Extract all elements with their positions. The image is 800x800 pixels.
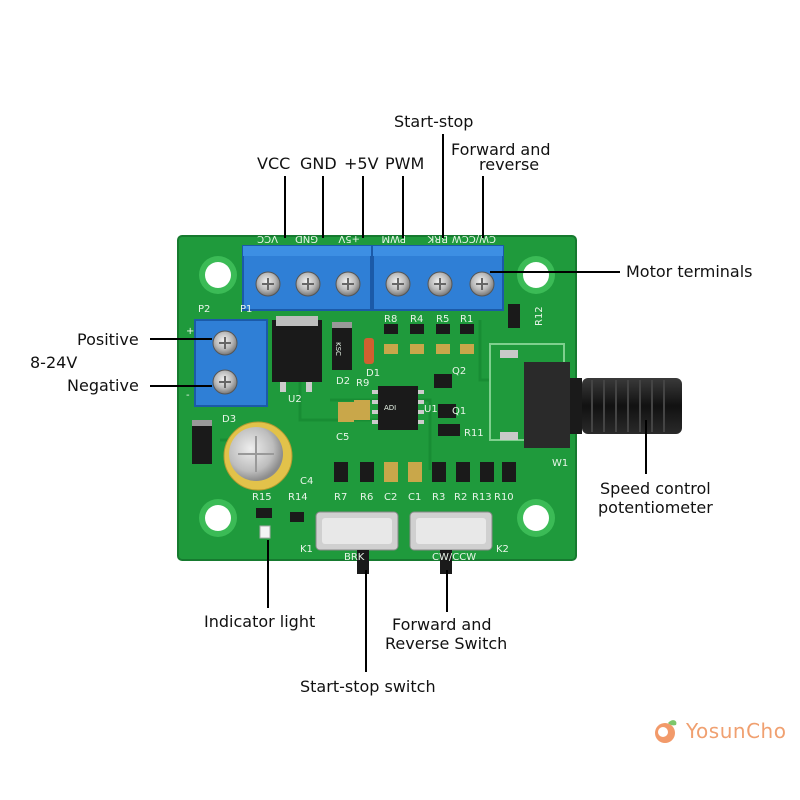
label-motor-terminals: Motor terminals xyxy=(626,262,753,281)
label-forward-reverse-switch-2: Reverse Switch xyxy=(385,634,508,653)
silk-gnd: GND xyxy=(295,233,318,244)
silk-r8: R8 xyxy=(384,314,397,325)
silk-c2: C2 xyxy=(384,492,397,503)
watermark-brand: YosunCho xyxy=(686,719,787,743)
label-positive: Positive xyxy=(77,330,139,349)
silk-r13: R13 xyxy=(472,492,492,503)
silk-p2: P2 xyxy=(198,304,210,315)
silk-r9: R9 xyxy=(356,378,369,389)
silk-c5: C5 xyxy=(336,432,349,443)
label-start-stop-switch: Start-stop switch xyxy=(300,677,436,696)
silk-q2: Q2 xyxy=(452,366,466,377)
mounting-holes xyxy=(199,256,555,537)
label-start-stop-top: Start-stop xyxy=(394,112,474,131)
ic-u1 xyxy=(372,386,424,430)
silk-pwm: PWM xyxy=(381,233,406,244)
silk-brk-switch: BRK xyxy=(344,552,365,563)
potentiometer xyxy=(489,343,682,448)
silk-plus: + xyxy=(186,326,194,337)
label-gnd: GND xyxy=(300,154,337,173)
start-stop-switch-body xyxy=(315,511,399,574)
silk-q1: Q1 xyxy=(452,406,466,417)
silk-k1: K1 xyxy=(300,544,313,555)
silk-brk: BRK xyxy=(427,233,448,244)
silk-p1: P1 xyxy=(240,304,252,315)
terminal-block-right xyxy=(372,245,504,311)
silk-r5: R5 xyxy=(436,314,449,325)
silk-r11: R11 xyxy=(464,428,484,439)
label-5v: +5V xyxy=(344,154,379,173)
silk-r14: R14 xyxy=(288,492,308,503)
silk-r2: R2 xyxy=(454,492,467,503)
silk-r15: R15 xyxy=(252,492,272,503)
electrolytic-capacitor xyxy=(223,421,293,491)
leader-lines xyxy=(150,134,647,672)
silk-k2: K2 xyxy=(496,544,509,555)
silk-cap-mark: KSC xyxy=(334,342,342,356)
silk-u2: U2 xyxy=(288,394,302,405)
resistors-bottom xyxy=(334,462,516,482)
silk-vcc: VCC xyxy=(257,233,278,244)
silk-r4: R4 xyxy=(410,314,423,325)
label-speed-control-1: Speed control xyxy=(600,479,711,498)
silk-c4: C4 xyxy=(300,476,313,487)
label-forward-reverse-top-2: reverse xyxy=(479,155,540,174)
silk-d1: D1 xyxy=(366,368,380,379)
label-forward-reverse-top-1: Forward and xyxy=(451,140,551,159)
power-terminal-block xyxy=(194,319,268,407)
regulator-u2 xyxy=(272,316,322,392)
silk-r3: R3 xyxy=(432,492,445,503)
silk-w1: W1 xyxy=(552,458,568,469)
silk-r6: R6 xyxy=(360,492,373,503)
label-indicator-light: Indicator light xyxy=(204,612,316,631)
orange-logo-icon xyxy=(655,720,677,743)
silk-r1: R1 xyxy=(460,314,473,325)
label-vcc: VCC xyxy=(257,154,291,173)
silk-ic-mark: ADI xyxy=(384,404,396,412)
silk-cwccw-switch: CW/CCW xyxy=(432,552,476,563)
silk-r12: R12 xyxy=(534,306,545,326)
forward-reverse-switch-body xyxy=(409,511,493,574)
label-pwm: PWM xyxy=(385,154,425,173)
label-speed-control-2: potentiometer xyxy=(598,498,713,517)
label-negative: Negative xyxy=(67,376,139,395)
brand-watermark: YosunCho xyxy=(652,717,786,745)
resistors-top xyxy=(384,304,520,354)
label-voltage: 8-24V xyxy=(30,353,78,372)
silk-5v: +5V xyxy=(338,233,360,244)
silk-minus: - xyxy=(186,390,190,401)
silk-d2: D2 xyxy=(336,376,350,387)
silk-u1: U1 xyxy=(424,404,438,415)
silk-c1: C1 xyxy=(408,492,421,503)
silk-r10: R10 xyxy=(494,492,514,503)
silkscreen: VCC GND +5V PWM BRK CW/CCW P1 P2 + - U2 … xyxy=(186,233,568,563)
label-forward-reverse-switch-1: Forward and xyxy=(392,615,492,634)
silk-cwccw: CW/CCW xyxy=(452,233,496,244)
silk-d3: D3 xyxy=(222,414,236,425)
silk-r7: R7 xyxy=(334,492,347,503)
